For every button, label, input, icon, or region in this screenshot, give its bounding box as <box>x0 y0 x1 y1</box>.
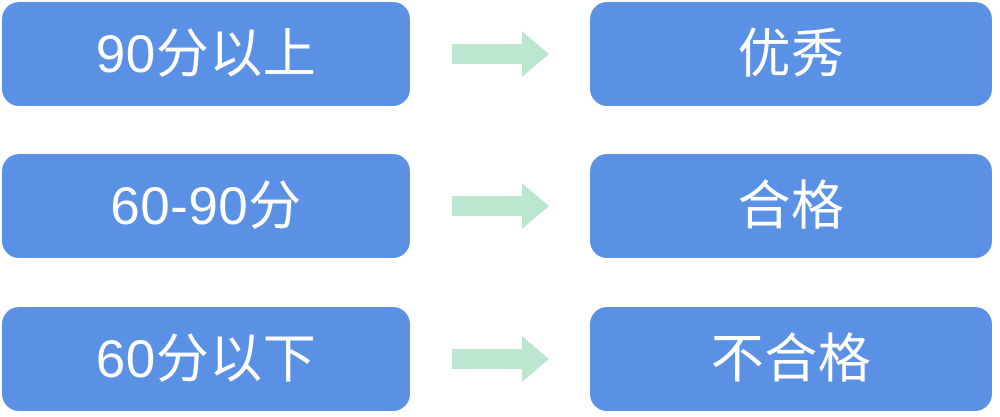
grade-result-box[interactable]: 优秀 <box>590 2 992 106</box>
score-range-box[interactable]: 60-90分 <box>2 154 410 258</box>
score-range-box[interactable]: 90分以上 <box>2 2 410 106</box>
grade-result-box[interactable]: 合格 <box>590 154 992 258</box>
flow-row: 90分以上 优秀 <box>0 2 1000 106</box>
flow-row: 60分以下 不合格 <box>0 307 1000 411</box>
grade-result-box[interactable]: 不合格 <box>590 307 992 411</box>
flow-row: 60-90分 合格 <box>0 154 1000 258</box>
right-arrow-icon <box>452 307 549 411</box>
right-arrow-icon <box>452 2 549 106</box>
score-range-box[interactable]: 60分以下 <box>2 307 410 411</box>
right-arrow-icon <box>452 154 549 258</box>
